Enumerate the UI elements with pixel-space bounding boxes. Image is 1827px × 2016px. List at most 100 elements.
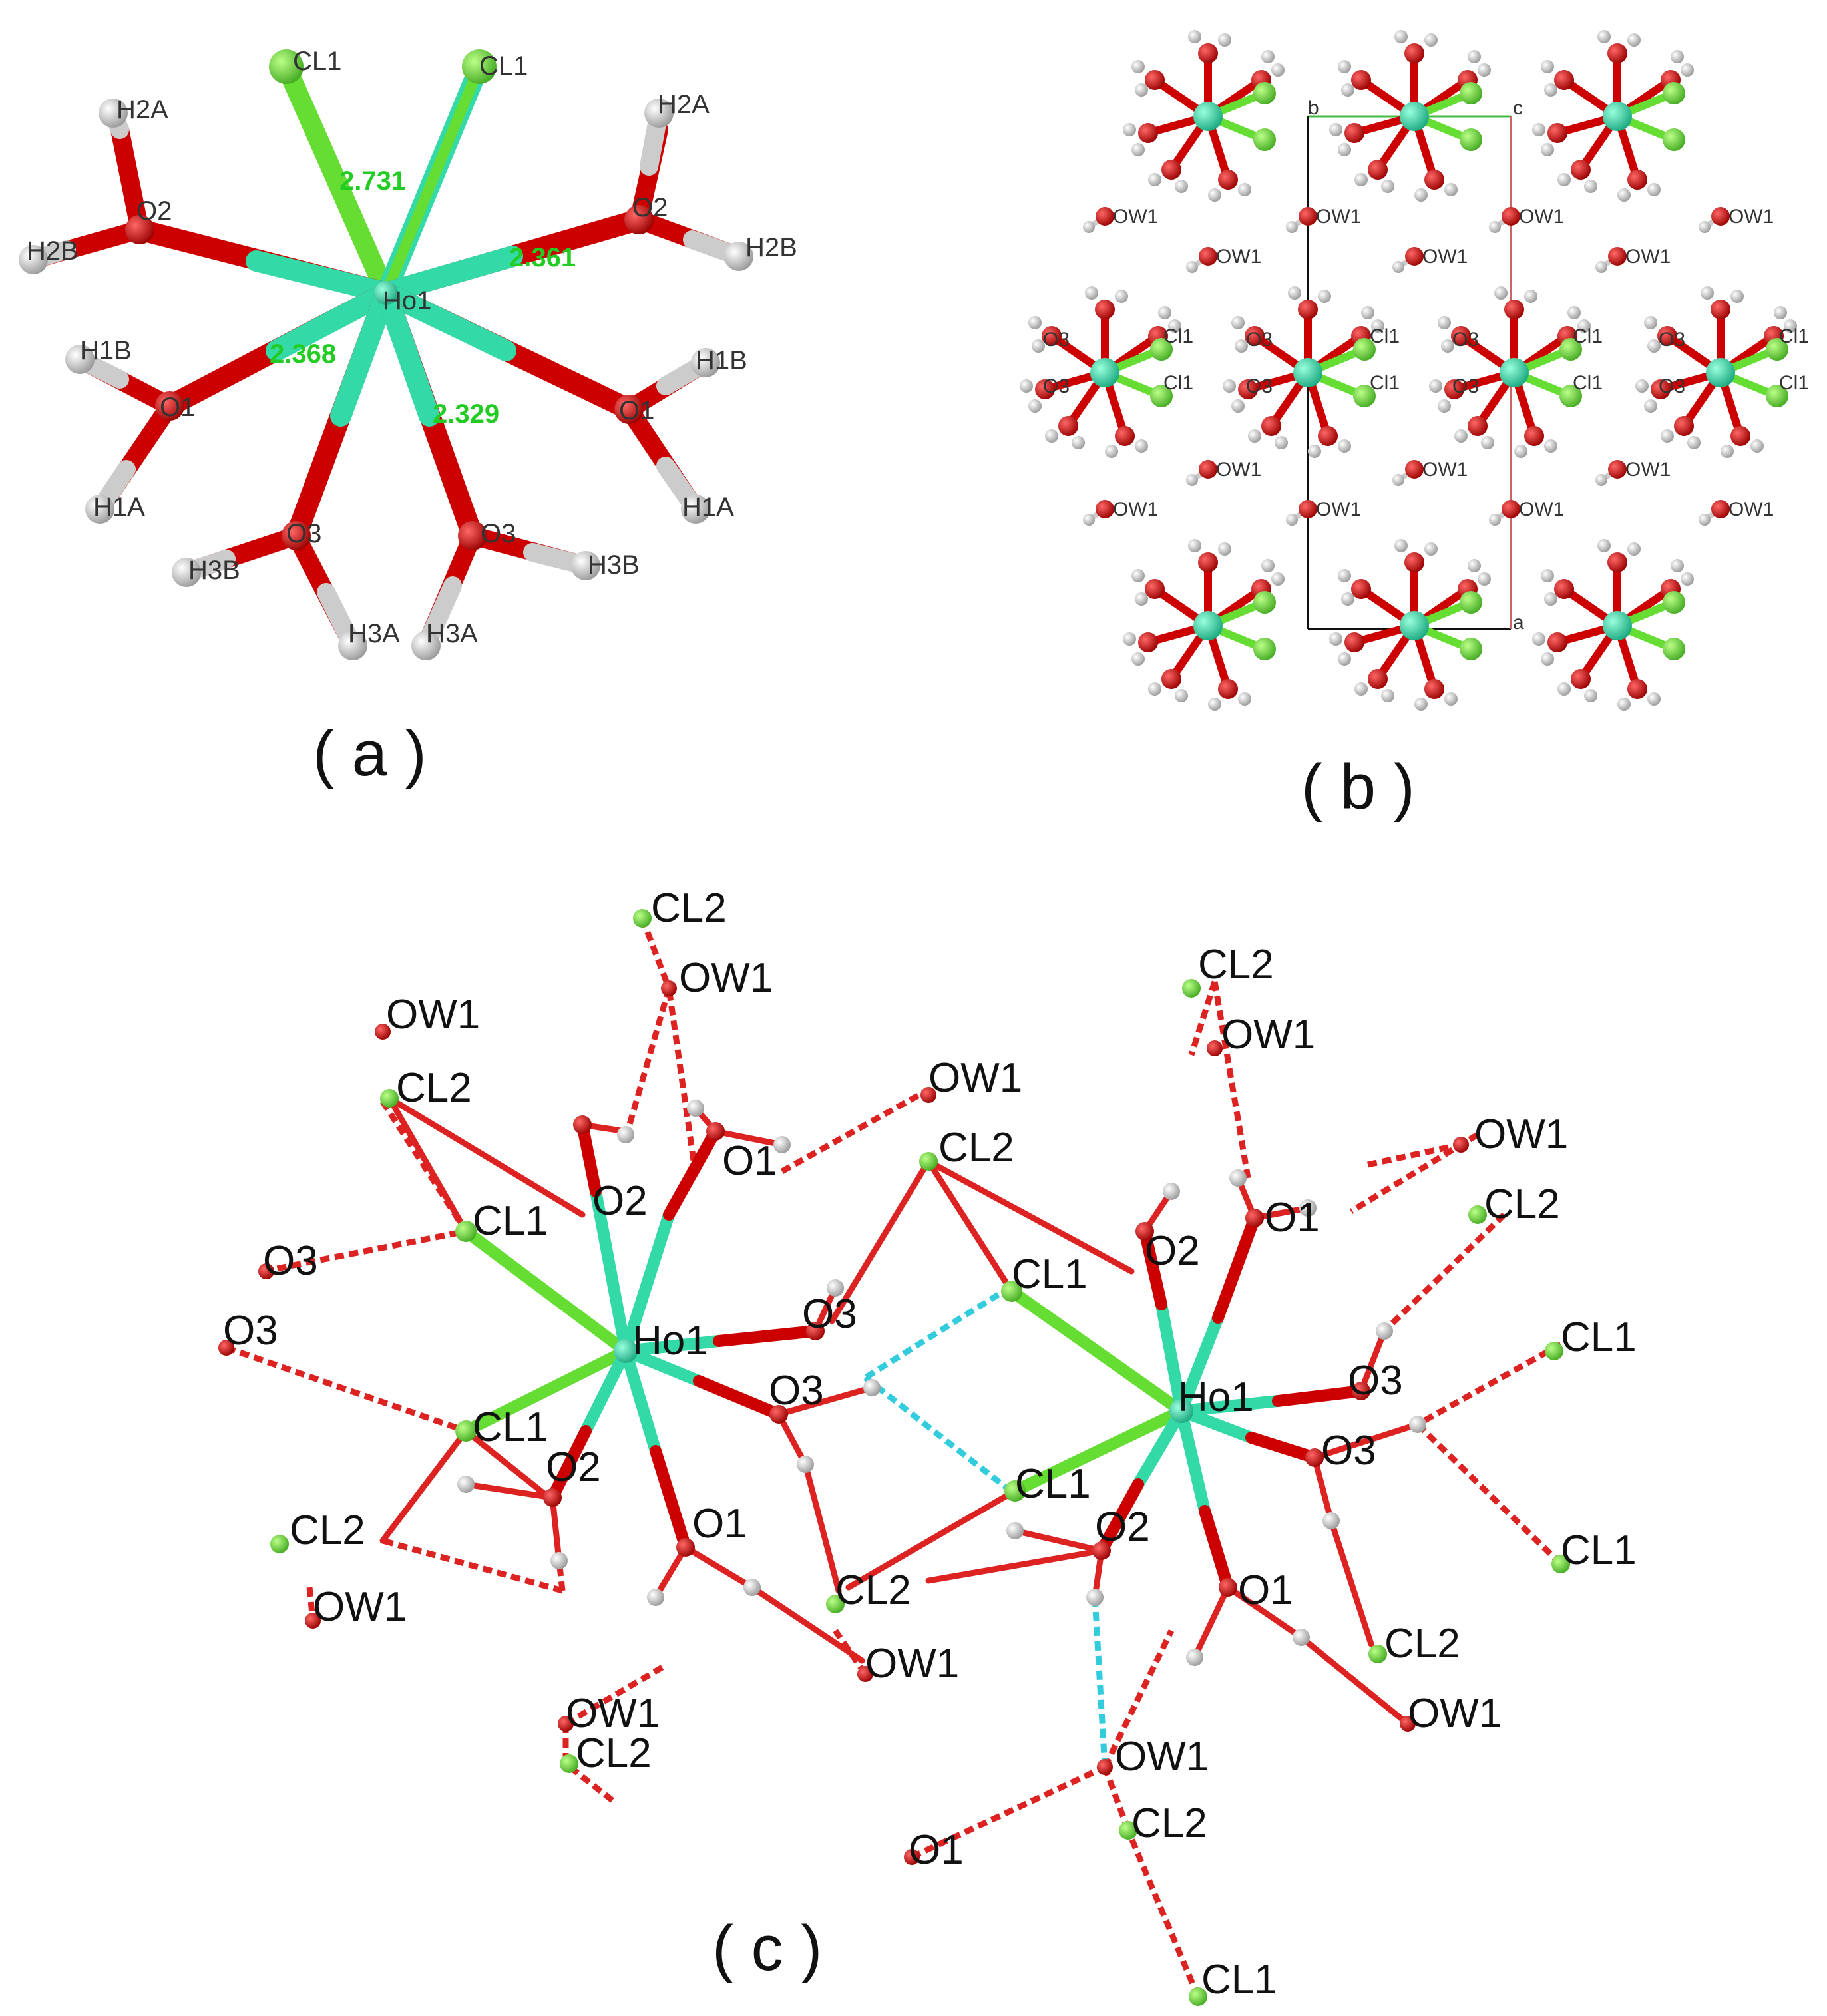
label-ho1-left: Ho1 xyxy=(632,1318,708,1364)
water-ow1 xyxy=(1392,460,1424,486)
water-ow1 xyxy=(1392,247,1424,273)
label-ow1: OW1 xyxy=(1113,206,1158,228)
label-h1a-right: H1A xyxy=(682,493,734,522)
label-ow1: OW1 xyxy=(1422,246,1468,268)
label-cl1: CL1 xyxy=(473,1198,548,1244)
panel-b: b c a xyxy=(1020,30,1809,823)
water-ow1 xyxy=(1489,500,1520,526)
label-h2a-right: H2A xyxy=(658,90,710,119)
ho-cluster xyxy=(1223,286,1384,458)
water-ow1 xyxy=(1186,247,1217,273)
label-o1: O1 xyxy=(1265,1195,1320,1241)
label-o3: O3 xyxy=(1321,1428,1376,1474)
label-h3b-left: H3B xyxy=(188,556,240,585)
panel-c-thin-bonds xyxy=(379,1095,1421,1727)
label-ow1: OW1 xyxy=(1728,499,1774,520)
label-cl1: Cl1 xyxy=(1779,372,1809,394)
label-ow1: OW1 xyxy=(1216,246,1261,268)
label-ow1: OW1 xyxy=(865,1641,959,1687)
distance-ho-o3: 2.329 xyxy=(433,399,499,429)
label-o1: O1 xyxy=(1238,1567,1293,1613)
distance-ho-o1: 2.368 xyxy=(270,339,336,369)
label-o3-left: O3 xyxy=(286,519,321,548)
label-ow1: OW1 xyxy=(1422,459,1468,481)
caption-c: ( c ) xyxy=(712,1913,822,1984)
label-cl1: CL1 xyxy=(1012,1251,1088,1297)
label-ow1: OW1 xyxy=(1113,499,1158,520)
label-h3a-right: H3A xyxy=(426,619,478,648)
caption-a: ( a ) xyxy=(313,718,427,789)
panel-c: Ho1 Ho1 CL2 OW1 OW1 CL2 OW1 CL2 O1 O2 CL… xyxy=(218,885,1637,2006)
ho-cluster xyxy=(1329,539,1491,711)
label-h3a-left: H3A xyxy=(348,619,400,648)
label-h1a-left: H1A xyxy=(93,493,145,522)
water-ow1 xyxy=(1699,500,1730,526)
ho-cluster xyxy=(1020,286,1181,458)
water-ow1 xyxy=(1489,207,1520,233)
water-ow1 xyxy=(1595,460,1627,486)
label-o2: O2 xyxy=(592,1178,648,1224)
label-o3: O3 xyxy=(1246,329,1273,351)
ho-cluster xyxy=(1532,539,1694,711)
axis-label-c: c xyxy=(1513,97,1523,119)
label-ow1: OW1 xyxy=(1625,459,1671,481)
label-ow1: OW1 xyxy=(1728,206,1774,228)
label-cl1: CL1 xyxy=(1561,1527,1637,1573)
label-o2: O2 xyxy=(1095,1504,1150,1550)
label-o3: O3 xyxy=(223,1308,278,1354)
label-ow1: OW1 xyxy=(566,1691,660,1736)
water-ow1 xyxy=(1083,500,1114,526)
label-o1: O1 xyxy=(909,1827,964,1873)
label-cl1: CL1 xyxy=(1561,1314,1637,1360)
label-cl1: Cl1 xyxy=(1370,372,1400,394)
axis-label-b: b xyxy=(1308,97,1319,119)
label-o2: O2 xyxy=(546,1444,601,1490)
label-ow1: OW1 xyxy=(1316,499,1361,520)
panel-a: Ho1 CL1 CL1 H2A H2A O2 O2 H2B H2B H1B H1… xyxy=(19,47,797,789)
label-cl1: CL1 xyxy=(1201,1957,1277,2003)
label-o3: O3 xyxy=(263,1238,318,1284)
label-o3-right: O3 xyxy=(481,519,516,548)
label-o1: O1 xyxy=(722,1138,777,1184)
label-o3: O3 xyxy=(1452,329,1479,351)
label-o3: O3 xyxy=(1043,375,1070,397)
water-ow1 xyxy=(1595,247,1627,273)
label-o1: O1 xyxy=(692,1501,747,1547)
label-cl2: CL2 xyxy=(1198,942,1274,988)
panel-c-atoms xyxy=(218,909,1570,2006)
label-cl2: CL2 xyxy=(651,885,727,931)
water-ow1 xyxy=(1186,460,1217,486)
label-ow1: OW1 xyxy=(1115,1734,1209,1780)
label-cl2: CL2 xyxy=(835,1567,911,1613)
label-ow1: OW1 xyxy=(928,1055,1022,1101)
label-cl2: CL2 xyxy=(290,1508,365,1553)
label-cl1-left: CL1 xyxy=(293,47,341,76)
axis-label-a: a xyxy=(1513,612,1524,634)
label-ow1: OW1 xyxy=(679,955,773,1001)
label-h1b-right: H1B xyxy=(696,346,747,375)
label-o3: O3 xyxy=(1348,1358,1403,1404)
label-ow1: OW1 xyxy=(313,1584,407,1630)
panel-a-labels: Ho1 CL1 CL1 H2A H2A O2 O2 H2B H2B H1B H1… xyxy=(27,47,797,648)
label-o3: O3 xyxy=(1659,329,1685,351)
panel-a-atoms xyxy=(19,49,753,660)
label-cl2: CL2 xyxy=(396,1065,472,1111)
label-ho1: Ho1 xyxy=(383,286,431,315)
label-ow1: OW1 xyxy=(1408,1691,1502,1736)
label-cl2: CL2 xyxy=(1484,1181,1560,1227)
water-ow1 xyxy=(1699,207,1730,233)
label-cl1: CL1 xyxy=(473,1404,548,1450)
label-cl2: CL2 xyxy=(1384,1621,1460,1667)
ho-clusters xyxy=(1020,30,1797,711)
distance-ho-cl: 2.731 xyxy=(339,166,406,196)
label-o3: O3 xyxy=(1246,375,1273,397)
ho-cluster xyxy=(1123,539,1285,711)
label-cl1: Cl1 xyxy=(1163,325,1193,347)
label-cl1: Cl1 xyxy=(1779,325,1809,347)
label-h2b-left: H2B xyxy=(27,236,79,266)
label-o3: O3 xyxy=(1452,375,1479,397)
caption-b: ( b ) xyxy=(1301,751,1415,823)
label-ow1: OW1 xyxy=(1216,459,1261,481)
label-ow1: OW1 xyxy=(1316,206,1361,228)
